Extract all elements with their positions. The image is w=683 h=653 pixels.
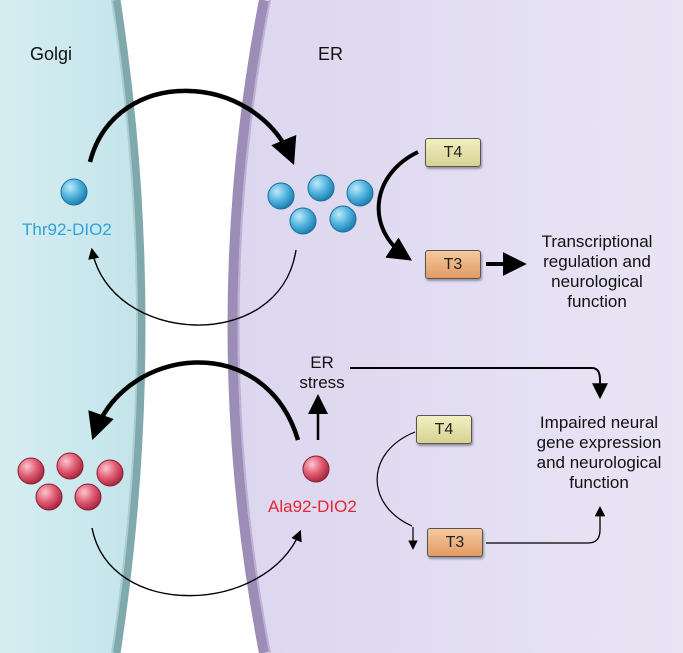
- impaired-outcome-text: Impaired neural gene expression and neur…: [537, 413, 662, 493]
- golgi-label: Golgi: [30, 44, 73, 64]
- er-label: ER: [318, 44, 344, 64]
- thr92-export-arrow: [87, 88, 297, 165]
- top-t4-box: T4: [425, 138, 481, 167]
- bottom-t4-box: T4: [416, 415, 472, 444]
- transcriptional-outcome-text: Transcriptional regulation and neurologi…: [542, 232, 653, 312]
- stress-line: ER: [310, 353, 334, 372]
- er-stress-text: ER stress: [299, 353, 344, 393]
- ala92-golgi-dot: [96, 459, 124, 487]
- outcome-line: function: [569, 473, 629, 492]
- thr92-golgi-dot: [60, 178, 88, 206]
- outcome-line: and neurological: [536, 453, 662, 472]
- thr92-er-dot: [289, 207, 317, 235]
- outcome-line: Impaired neural: [539, 413, 659, 432]
- outcome-line: neurological: [551, 272, 643, 291]
- ala92-return-arrow: [91, 527, 302, 597]
- outcome-line: Transcriptional: [541, 232, 653, 251]
- thr92-conversion-arrow: [376, 150, 419, 261]
- bottom-t3-box: T3: [427, 528, 483, 557]
- ala92-golgi-dot: [74, 483, 102, 511]
- er-compartment: [236, 0, 683, 653]
- ala92-dio2-label: Ala92-DIO2: [268, 497, 357, 516]
- ala92-er-dot: [302, 455, 330, 483]
- thr92-return-arrow: [88, 247, 297, 326]
- thr92-er-dot: [267, 182, 295, 210]
- outcome-line: gene expression: [536, 433, 662, 452]
- thr92-er-dot: [346, 179, 374, 207]
- ala92-golgi-dot: [56, 452, 84, 480]
- ala92-conversion-arrow: [376, 431, 416, 527]
- top-t3-box: T3: [425, 250, 481, 279]
- golgi-compartment: [0, 0, 136, 653]
- er-membrane: [227, 0, 269, 653]
- outcome-line: function: [567, 292, 627, 311]
- thr92-er-dot: [307, 174, 335, 202]
- thr92-er-dot: [329, 205, 357, 233]
- outcome-line: regulation and: [543, 252, 651, 271]
- ala92-golgi-dot: [17, 457, 45, 485]
- stress-to-outcome-arrow: [350, 367, 608, 400]
- stress-line: stress: [299, 373, 345, 392]
- ala92-retention-arrow: [88, 360, 301, 441]
- thr92-dio2-label: Thr92-DIO2: [22, 220, 112, 239]
- ala92-golgi-dot: [35, 483, 63, 511]
- golgi-membrane: [111, 0, 146, 653]
- t3-impaired-arrow: [486, 505, 606, 544]
